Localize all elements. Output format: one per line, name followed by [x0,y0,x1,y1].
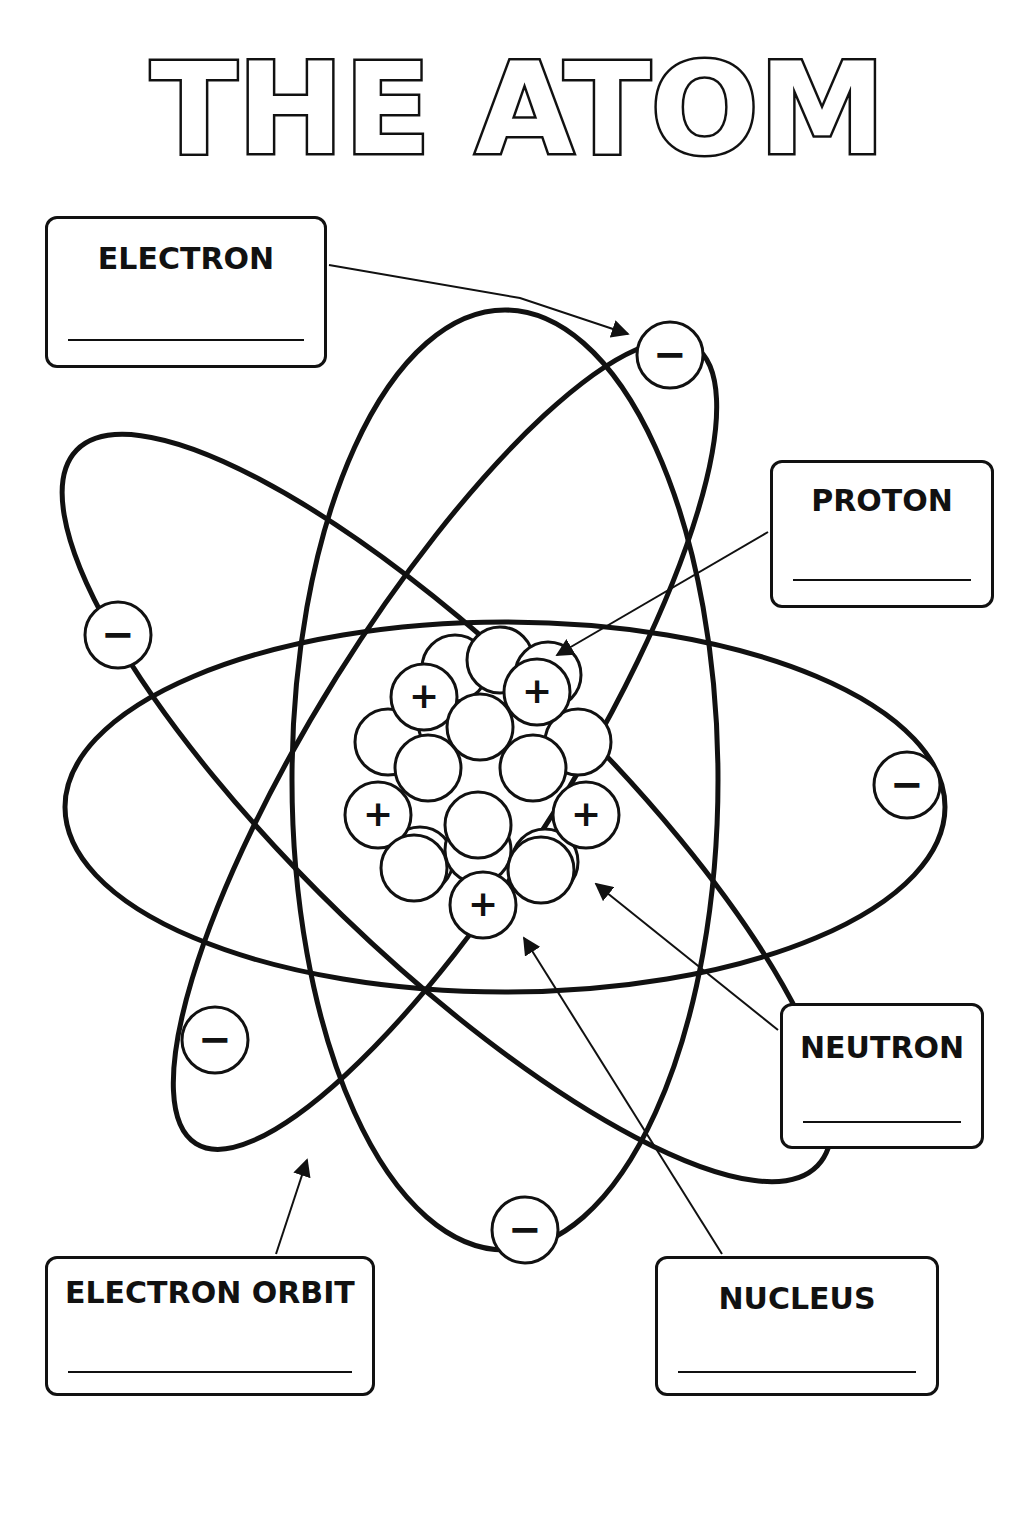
answer-line [678,1371,916,1373]
answer-line [803,1121,961,1123]
electron [637,322,703,388]
label-box: ELECTRON [45,216,327,368]
label-text: NEUTRON [783,1030,981,1066]
leader-line [524,938,722,1254]
proton [504,659,570,725]
label-text: PROTON [773,483,991,519]
leader-lines [276,265,778,1254]
neutron [445,792,511,858]
electron [182,1007,248,1073]
label-text: NUCLEUS [658,1281,936,1317]
label-box: PROTON [770,460,994,608]
answer-line [68,1371,352,1373]
leader-line [276,1160,307,1254]
charge-sign: + [571,796,601,832]
electron [85,602,151,668]
charge-sign: + [522,673,552,709]
label-box: NEUTRON [780,1003,984,1149]
electron [492,1197,558,1263]
electron [874,752,940,818]
charge-sign: + [409,678,439,714]
charge-sign: − [101,614,135,654]
charge-sign: − [653,334,687,374]
label-text: ELECTRON [48,241,324,277]
label-box: NUCLEUS [655,1256,939,1396]
answer-line [68,339,304,341]
charge-sign: − [508,1209,542,1249]
charge-sign: + [363,796,393,832]
proton [553,782,619,848]
charge-sign: + [468,886,498,922]
answer-line [793,579,971,581]
neutron [508,837,574,903]
neutron [381,835,447,901]
title: THE ATOM [151,46,886,173]
leader-line [596,884,778,1030]
nucleus [345,627,619,938]
label-box: ELECTRON ORBIT [45,1256,375,1396]
charge-sign: − [890,764,924,804]
neutron [500,735,566,801]
proton [450,872,516,938]
leader-line [329,265,628,334]
electron-orbit [65,622,945,992]
label-text: ELECTRON ORBIT [48,1275,372,1311]
neutron [395,735,461,801]
leader-line [557,532,768,655]
electron-orbit [87,279,802,1212]
charge-sign: − [198,1019,232,1059]
